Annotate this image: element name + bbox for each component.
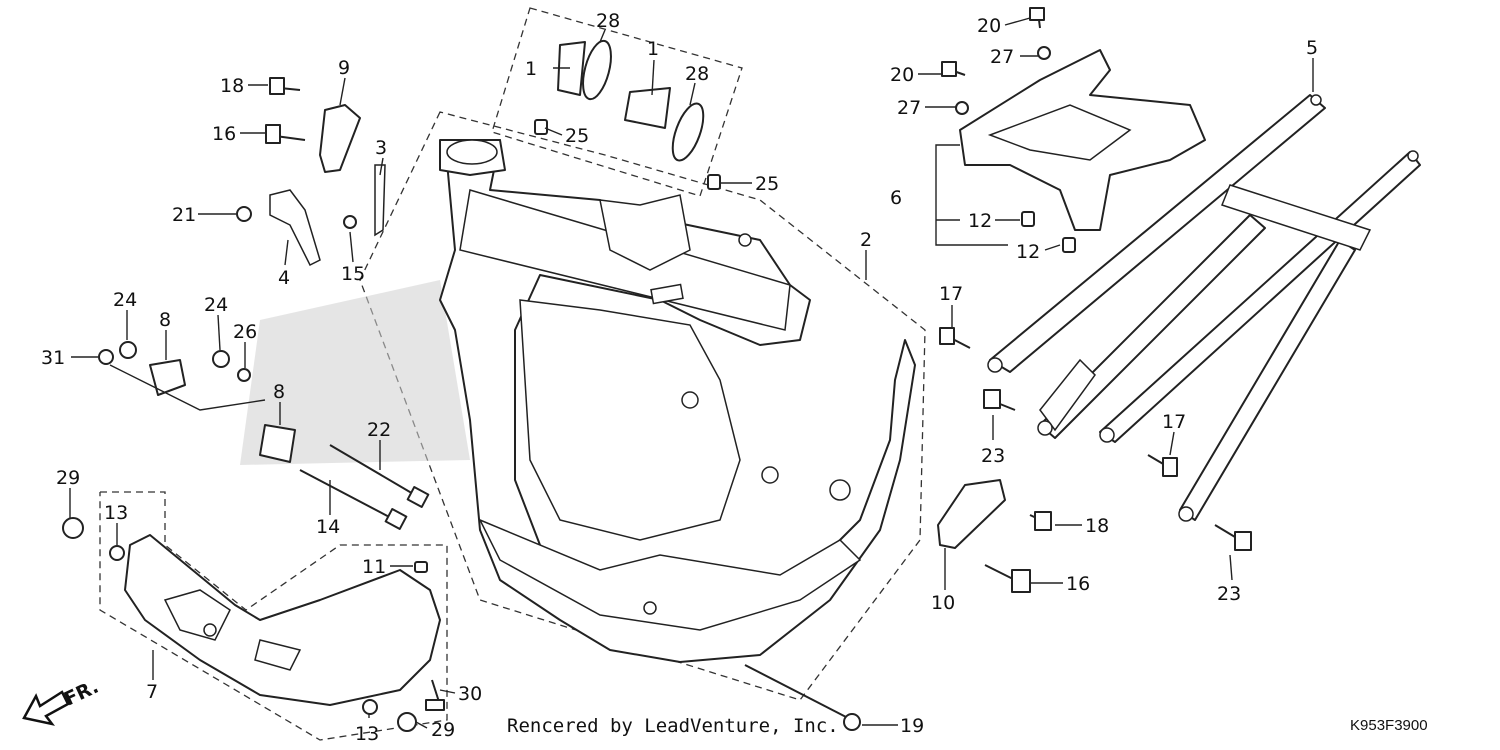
callout-27: 27 [990,46,1014,68]
callout-12: 12 [1016,241,1040,263]
callout-22: 22 [367,419,391,441]
leader-lines [69,17,1314,729]
callout-28: 28 [596,10,620,32]
callout-11: 11 [362,556,386,578]
callout-6: 6 [890,187,902,209]
skid-plate [124,534,441,706]
bolts [236,7,1252,731]
callout-24: 24 [204,294,228,316]
callout-8: 8 [159,309,171,331]
callout-18: 18 [1085,515,1109,537]
callout-5: 5 [1306,37,1318,59]
diagram-code: K953F3900 [1350,717,1428,734]
callout-21: 21 [172,204,196,226]
callout-17: 17 [939,283,963,305]
callout-20: 20 [977,15,1001,37]
callout-13: 13 [355,723,379,745]
small-parts [62,39,1076,732]
group-outlines [99,7,926,741]
front-label: FR. [61,676,102,711]
callout-14: 14 [316,516,340,538]
callout-29: 29 [431,719,455,741]
callout-23: 23 [1217,583,1241,605]
callout-9: 9 [338,57,350,79]
callout-4: 4 [278,267,290,289]
callout-1: 1 [525,58,537,80]
callout-20: 20 [890,64,914,86]
engine-hangers [149,359,296,463]
callout-1: 1 [647,38,659,60]
callout-13: 13 [104,502,128,524]
callout-28: 28 [685,63,709,85]
arrow-icon [22,690,70,726]
callout-23: 23 [981,445,1005,467]
callout-27: 27 [897,97,921,119]
callout-25: 25 [565,125,589,147]
callout-16: 16 [1066,573,1090,595]
callout-29: 29 [56,467,80,489]
callout-26: 26 [233,321,257,343]
callout-numbers: 28 1 1 28 25 25 2 5 20 27 20 27 6 12 12 … [41,10,1318,745]
callout-3: 3 [375,137,387,159]
callout-12: 12 [968,210,992,232]
rear-subframe [987,94,1421,522]
brackets [269,104,1006,549]
callout-10: 10 [931,592,955,614]
air-cleaner-case [959,49,1206,231]
callout-17: 17 [1162,411,1186,433]
callout-30: 30 [458,683,482,705]
front-direction-arrow: FR. [22,676,102,726]
callout-7: 7 [146,681,158,703]
callout-24: 24 [113,289,137,311]
callout-8: 8 [273,381,285,403]
callout-18: 18 [220,75,244,97]
callout-31: 31 [41,347,65,369]
callout-15: 15 [341,263,365,285]
callout-2: 2 [860,229,872,251]
main-frame [240,139,916,663]
watermark-text: Rencered by LeadVenture, Inc. [507,715,839,737]
callout-19: 19 [900,715,924,737]
callout-25: 25 [755,173,779,195]
callout-16: 16 [212,123,236,145]
